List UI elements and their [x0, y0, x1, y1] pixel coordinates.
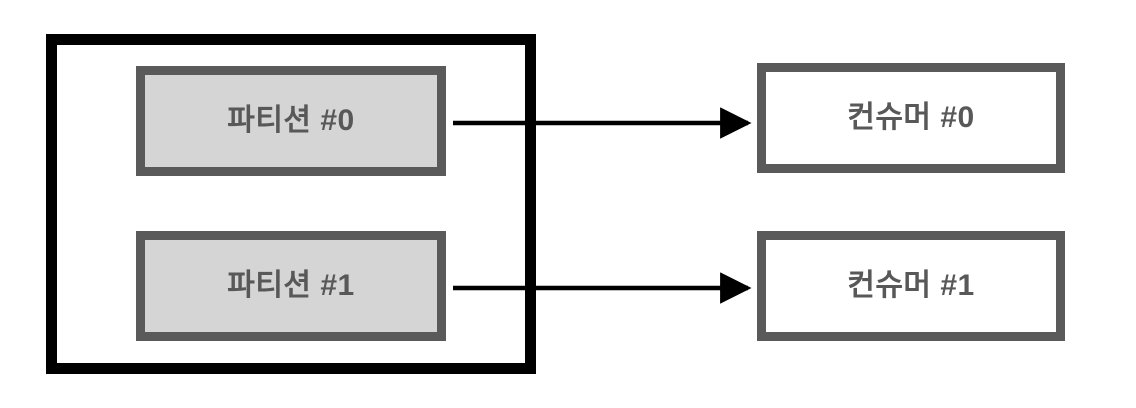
partition-box-1[interactable]: 파티션 #1 — [136, 231, 446, 341]
partition-label-0: 파티션 #0 — [227, 104, 355, 137]
consumer-box-0[interactable]: 컨슈머 #0 — [757, 63, 1065, 173]
topic-container — [46, 34, 536, 374]
consumer-label-0: 컨슈머 #0 — [847, 101, 975, 134]
partition-label-1: 파티션 #1 — [227, 269, 355, 302]
consumer-box-1[interactable]: 컨슈머 #1 — [757, 231, 1065, 341]
consumer-label-1: 컨슈머 #1 — [847, 269, 975, 302]
partition-box-0[interactable]: 파티션 #0 — [136, 66, 446, 176]
